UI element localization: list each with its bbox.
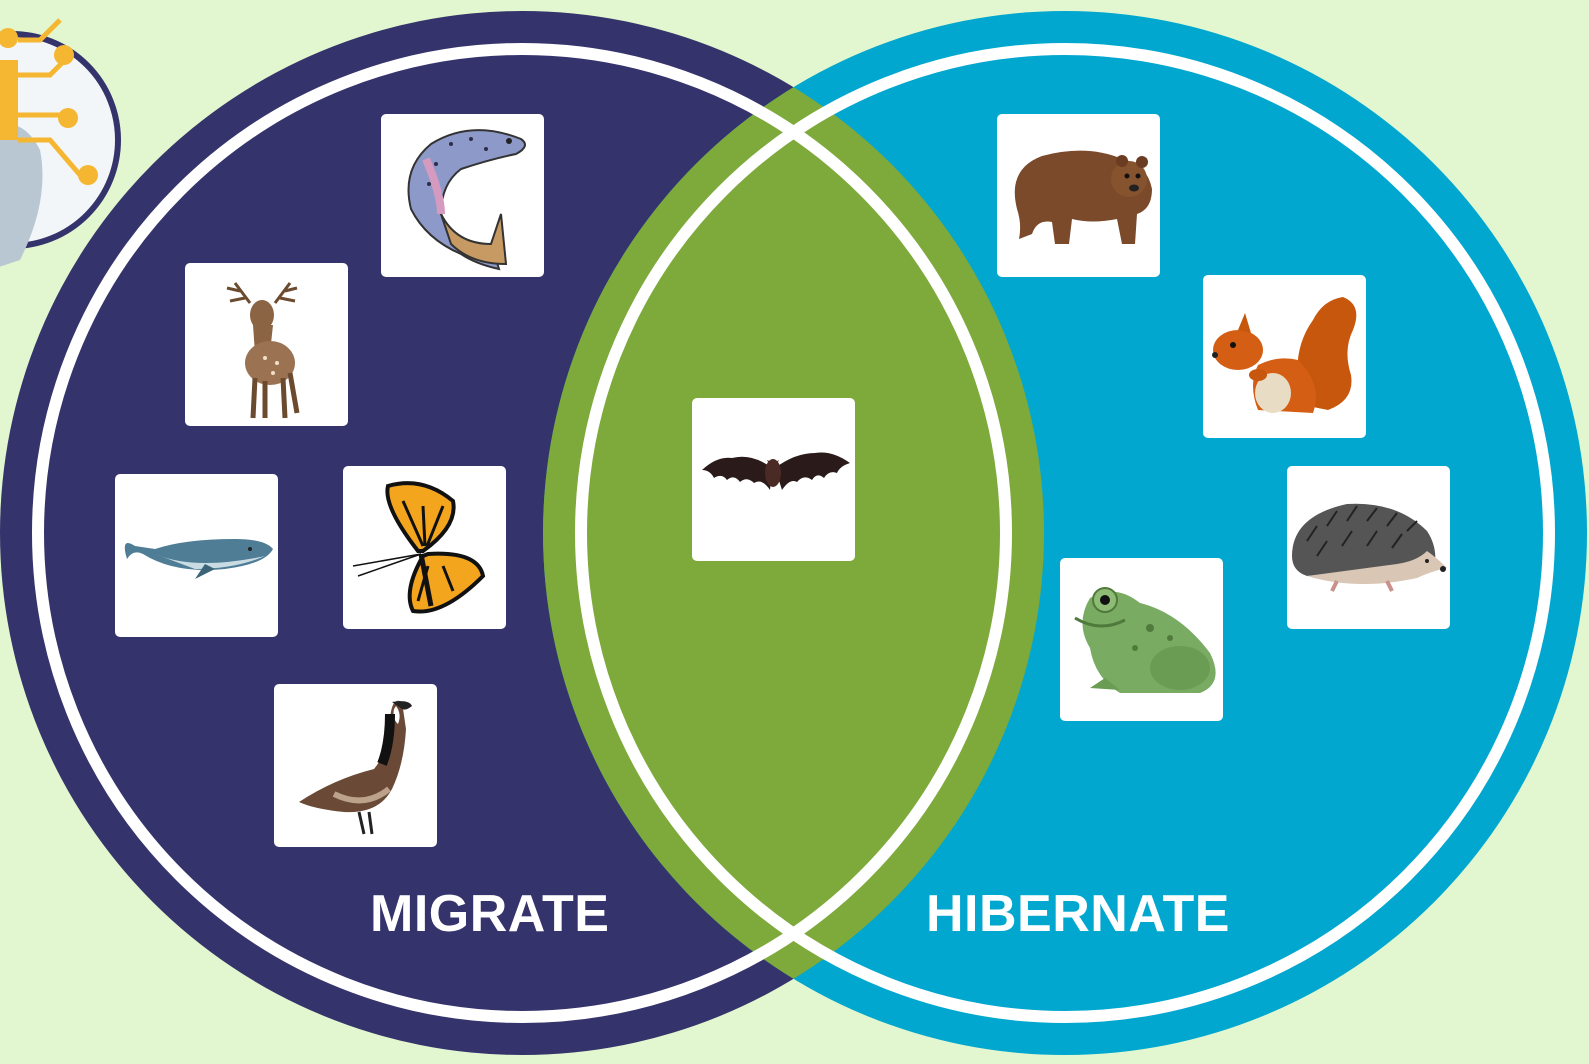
bat-card	[692, 398, 855, 561]
trout-icon	[407, 129, 526, 271]
overlap-region	[543, 11, 1044, 1055]
hedgehog-icon	[1292, 503, 1447, 592]
bear-card	[997, 114, 1160, 277]
whale-icon	[124, 539, 273, 579]
circuit-brain-logo-icon	[0, 18, 121, 267]
deer-icon	[226, 282, 300, 419]
frog-icon	[1074, 587, 1216, 693]
hibernate-ring	[575, 43, 1555, 1023]
bear-icon	[1014, 150, 1152, 244]
deer-card	[185, 263, 348, 426]
bat-icon	[702, 452, 850, 490]
squirrel-icon	[1212, 297, 1357, 413]
trout-card	[381, 114, 544, 277]
goose-card	[274, 684, 437, 847]
migrate-ring	[32, 43, 1012, 1023]
butterfly-card	[343, 466, 506, 629]
hibernate-label: HIBERNATE	[926, 885, 1230, 943]
goose-icon	[299, 700, 412, 835]
hedgehog-card	[1287, 466, 1450, 629]
whale-card	[115, 474, 278, 637]
frog-card	[1060, 558, 1223, 721]
butterfly-icon	[352, 481, 486, 614]
squirrel-card	[1203, 275, 1366, 438]
migrate-label: MIGRATE	[370, 885, 610, 943]
